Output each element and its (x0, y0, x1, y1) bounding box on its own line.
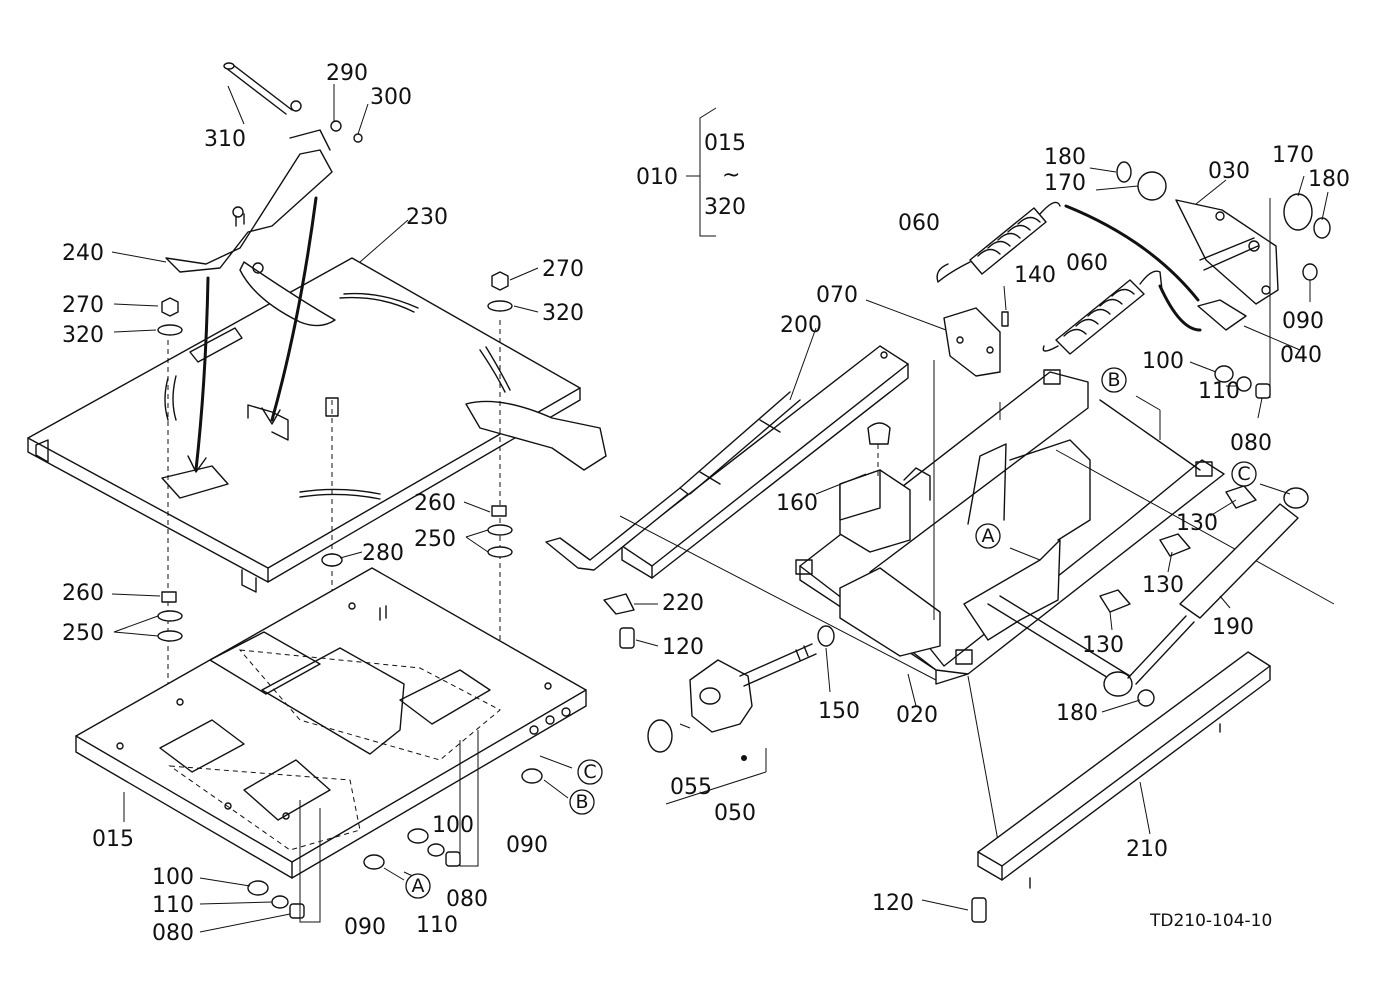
callout-030: 030 (1208, 159, 1250, 184)
callout-200: 200 (780, 313, 822, 338)
connector-c-right: C (1231, 461, 1257, 487)
svg-text:A: A (982, 525, 995, 547)
spring-060-b (1042, 270, 1163, 355)
callout-060-right: 060 (1066, 251, 1108, 276)
callout-120-left: 120 (662, 635, 704, 660)
callout-130-a: 130 (1176, 511, 1218, 536)
base-plate-015 (75, 567, 587, 879)
rail-200 (545, 345, 909, 579)
callout-055: 055 (670, 775, 712, 800)
callout-260-right: 260 (414, 491, 456, 516)
spring-060-a (936, 201, 1061, 283)
svg-text:B: B (1107, 369, 1120, 391)
connector-b-right: B (1101, 367, 1127, 393)
callout-labels: 310 290 300 240 230 270 320 270 320 260 … (62, 61, 1350, 946)
callout-240: 240 (62, 241, 104, 266)
rail-210 (971, 651, 1271, 923)
callout-160: 160 (776, 491, 818, 516)
callout-190: 190 (1212, 615, 1254, 640)
callout-060-left: 060 (898, 211, 940, 236)
connector-a-left: A (405, 873, 431, 899)
callout-300: 300 (370, 85, 412, 110)
gas-strut-190 (1127, 487, 1309, 685)
callout-170-right: 170 (1272, 143, 1314, 168)
bracket-240 (165, 129, 333, 273)
frame-020 (795, 369, 1225, 697)
callout-180-top: 180 (1044, 145, 1086, 170)
knob-050 (647, 625, 835, 805)
callout-270-left: 270 (62, 293, 104, 318)
callout-260-left: 260 (62, 581, 104, 606)
callout-130-b: 130 (1142, 573, 1184, 598)
callout-170-top: 170 (1044, 171, 1086, 196)
range-bracket: 010 015 ~ 320 (636, 107, 746, 237)
callout-110-mid: 110 (416, 913, 458, 938)
callout-015: 015 (92, 827, 134, 852)
callout-320-right: 320 (542, 301, 584, 326)
callout-040: 040 (1280, 343, 1322, 368)
connector-b-left: B (569, 789, 595, 815)
callout-090-bottom: 090 (344, 915, 386, 940)
callout-180-right: 180 (1308, 167, 1350, 192)
callout-230: 230 (406, 205, 448, 230)
svg-text:C: C (583, 761, 596, 783)
bracket-070 (943, 307, 1001, 377)
seat-top-plate-230 (27, 257, 607, 593)
callout-080-mid: 080 (446, 887, 488, 912)
range-tilde-label: ~ (722, 163, 740, 188)
hardware-left (157, 271, 513, 711)
callout-020: 020 (896, 703, 938, 728)
hardware-bottom-left (247, 730, 573, 923)
callout-100-mid: 100 (432, 813, 474, 838)
connector-a-right: A (975, 523, 1001, 549)
callout-100-right: 100 (1142, 349, 1184, 374)
callout-150: 150 (818, 699, 860, 724)
callout-250-right: 250 (414, 527, 456, 552)
callout-110-left: 110 (152, 893, 194, 918)
callout-250-left: 250 (62, 621, 104, 646)
range-end-label: 320 (704, 195, 746, 220)
callout-280: 280 (362, 541, 404, 566)
callout-100-left: 100 (152, 865, 194, 890)
callout-090-mid: 090 (506, 833, 548, 858)
callout-050: 050 (714, 801, 756, 826)
hardware-right (1099, 198, 1271, 707)
callout-270-right: 270 (542, 257, 584, 282)
connector-c-left: C (577, 759, 603, 785)
callout-290: 290 (326, 61, 368, 86)
callout-210: 210 (1126, 837, 1168, 862)
callout-090-right: 090 (1282, 309, 1324, 334)
callout-070: 070 (816, 283, 858, 308)
leader-lines (111, 84, 1329, 933)
link-030 (1116, 161, 1331, 305)
callout-220: 220 (662, 591, 704, 616)
callout-120-bottom: 120 (872, 891, 914, 916)
svg-text:B: B (575, 791, 588, 813)
callout-110-right: 110 (1198, 379, 1240, 404)
callout-130-c: 130 (1082, 633, 1124, 658)
drawing-reference: TD210-104-10 (1149, 911, 1272, 931)
callout-140: 140 (1014, 263, 1056, 288)
callout-180-bottom: 180 (1056, 701, 1098, 726)
pin-310 (223, 62, 363, 143)
callout-080-left: 080 (152, 921, 194, 946)
svg-text:A: A (412, 875, 425, 897)
callout-310: 310 (204, 127, 246, 152)
svg-text:C: C (1237, 463, 1250, 485)
range-start-label: 015 (704, 131, 746, 156)
range-parent-label: 010 (636, 165, 678, 190)
callout-320-left: 320 (62, 323, 104, 348)
callout-080-right: 080 (1230, 431, 1272, 456)
